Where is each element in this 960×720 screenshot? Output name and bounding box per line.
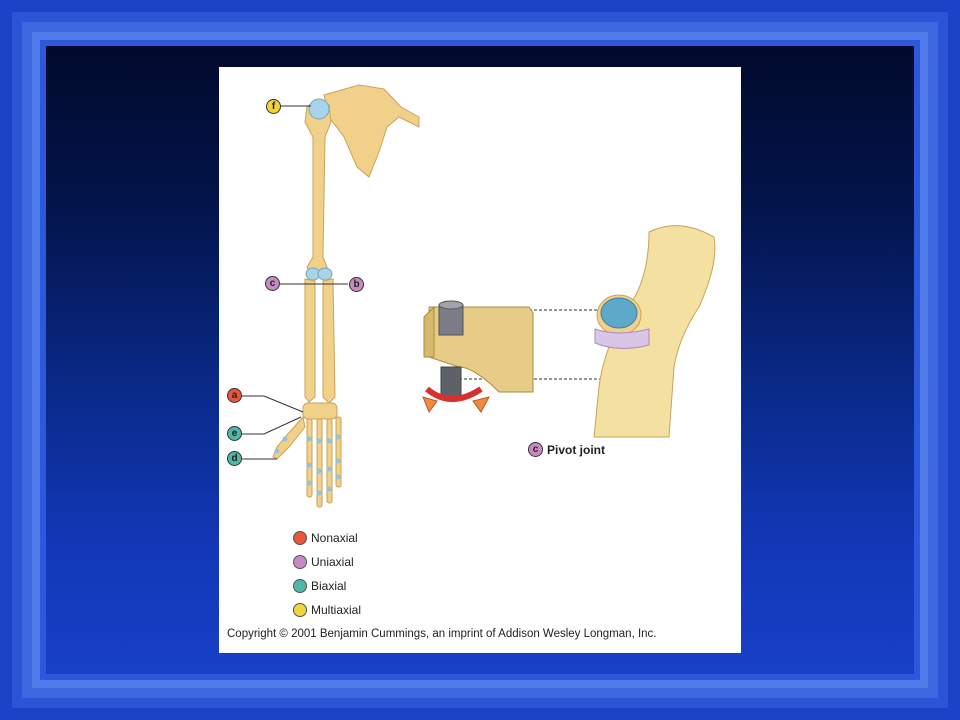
legend-swatch-multiaxial [293, 603, 307, 617]
legend-swatch-biaxial [293, 579, 307, 593]
legend-item-uniaxial: Uniaxial [293, 553, 354, 571]
scapula [323, 84, 420, 178]
callout-c-letter: c [269, 278, 276, 289]
callout-b-letter: b [353, 279, 360, 290]
callout-a-letter: a [231, 390, 238, 401]
carpals [302, 402, 338, 420]
callout-f-letter: f [271, 101, 276, 112]
callout-d: d [227, 451, 242, 466]
legend-label-biaxial: Biaxial [311, 579, 347, 593]
arm-skeleton-illustration [242, 84, 716, 508]
ulna-radius-closeup [593, 225, 716, 438]
legend-swatch-nonaxial [293, 531, 307, 545]
copyright-notice: Copyright © 2001 Benjamin Cummings, an i… [227, 628, 657, 640]
pivot-joint-text: Pivot joint [547, 442, 605, 457]
shoulder-joint-cartilage [308, 98, 330, 120]
callout-d-letter: d [231, 453, 238, 464]
pivot-joint-label: c Pivot joint [528, 442, 605, 457]
legend-label-multiaxial: Multiaxial [311, 603, 362, 617]
callout-c: c [265, 276, 280, 291]
pivot-marker: c [528, 442, 543, 457]
callout-e: e [227, 426, 242, 441]
elbow-joint-cartilage [305, 267, 333, 281]
pivot-joint-model [422, 300, 534, 414]
callout-e-letter: e [231, 428, 238, 439]
legend-label-nonaxial: Nonaxial [311, 531, 358, 545]
callout-a: a [227, 388, 242, 403]
hand-bones [272, 415, 342, 508]
legend-item-biaxial: Biaxial [293, 577, 346, 595]
finger-joint-cartilage [274, 434, 341, 496]
radius-ulna [304, 278, 336, 404]
legend-swatch-uniaxial [293, 555, 307, 569]
legend-item-nonaxial: Nonaxial [293, 529, 358, 547]
humerus [304, 101, 332, 278]
legend-label-uniaxial: Uniaxial [311, 555, 354, 569]
pivot-marker-letter: c [532, 444, 539, 455]
callout-leader-lines [242, 105, 348, 460]
callout-b: b [349, 277, 364, 292]
figure-panel: f c b a e d c Pivot joint Nonaxial Uniax… [219, 67, 741, 653]
callout-f: f [266, 99, 281, 114]
legend-item-multiaxial: Multiaxial [293, 601, 361, 619]
